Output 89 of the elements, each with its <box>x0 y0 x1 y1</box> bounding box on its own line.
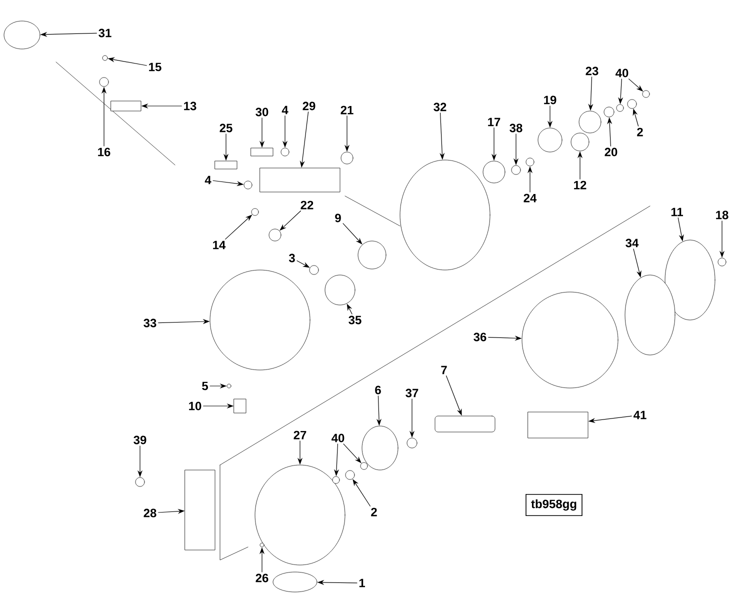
part-drawing <box>664 240 716 320</box>
callout-number: 22 <box>300 200 314 210</box>
part-drawing <box>280 148 290 156</box>
part-drawing <box>272 572 318 592</box>
callout-number: 12 <box>574 180 586 190</box>
callout-number: 24 <box>524 194 537 202</box>
callout-number: 20 <box>604 148 618 156</box>
callout-number: 28 <box>144 508 156 518</box>
callout-number: 37 <box>406 388 418 398</box>
callout-number: 19 <box>544 96 556 104</box>
part-drawing <box>234 398 246 414</box>
callout-number: 10 <box>189 402 202 410</box>
callout-number: 11 <box>671 208 684 216</box>
part-drawing <box>434 416 496 432</box>
callout-number: 40 <box>616 68 628 78</box>
part-drawing <box>528 412 588 438</box>
callout-number: 4 <box>204 176 212 184</box>
callout-number: 15 <box>149 62 162 72</box>
part-drawing <box>718 258 726 266</box>
callout-number: 7 <box>441 366 447 374</box>
part-drawing <box>4 20 40 50</box>
part-drawing <box>358 240 386 270</box>
callout-number: 13 <box>184 102 196 110</box>
callout-number: 34 <box>626 238 639 248</box>
callout-number: 25 <box>220 124 232 132</box>
callout-number: 14 <box>213 240 226 250</box>
part-drawing <box>616 104 624 112</box>
part-drawing <box>250 148 274 156</box>
callout-number: 31 <box>98 28 112 38</box>
part-drawing <box>244 180 252 190</box>
callout-number: 39 <box>134 436 146 444</box>
callout-number: 17 <box>488 118 500 126</box>
callout-number: 36 <box>474 332 486 342</box>
callout-number: 18 <box>716 210 728 220</box>
callout-number: 2 <box>371 508 377 516</box>
part-drawing <box>268 228 282 242</box>
part-drawing <box>226 384 232 388</box>
callout-number: 2 <box>637 128 643 136</box>
callout-number: 26 <box>256 574 268 582</box>
part-drawing <box>604 106 614 118</box>
part-drawing <box>522 292 618 388</box>
part-drawing <box>309 265 319 275</box>
part-drawing <box>526 158 534 166</box>
callout-number: 23 <box>586 66 598 76</box>
part-drawing <box>511 165 521 175</box>
callout-number: 29 <box>302 102 316 110</box>
part-drawing <box>254 464 346 566</box>
part-drawing <box>627 99 637 109</box>
callout-number: 3 <box>288 254 295 262</box>
part-drawing <box>251 208 259 216</box>
part-drawing <box>260 542 264 548</box>
callout-number: 5 <box>202 382 208 390</box>
part-drawing <box>406 438 418 448</box>
callout-number: 16 <box>98 148 110 156</box>
part-drawing <box>362 426 398 470</box>
figure-id-box: tb958gg <box>526 494 582 516</box>
callout-number: 21 <box>340 106 354 114</box>
part-drawing <box>642 90 650 98</box>
part-drawing <box>400 160 490 270</box>
callout-number: 30 <box>256 108 268 116</box>
callout-number: 27 <box>294 430 306 440</box>
callout-number: 33 <box>144 318 156 328</box>
part-drawing <box>260 168 340 192</box>
part-drawing <box>482 160 506 184</box>
part-drawing <box>110 100 142 112</box>
part-drawing <box>340 152 354 164</box>
callout-number: 40 <box>332 434 344 442</box>
part-drawing <box>210 270 310 370</box>
callout-number: 41 <box>634 410 646 420</box>
part-drawing <box>99 77 109 87</box>
callout-number: 35 <box>348 316 362 324</box>
part-drawing <box>332 476 340 484</box>
part-drawing <box>360 462 368 470</box>
callout-number: 6 <box>375 386 381 394</box>
callout-number: 9 <box>335 214 341 222</box>
part-drawing <box>345 470 355 480</box>
part-drawing <box>324 274 356 306</box>
part-drawing <box>102 55 108 61</box>
part-drawing <box>184 470 216 550</box>
part-drawing <box>135 477 145 487</box>
callout-number: 38 <box>510 124 522 132</box>
part-drawing <box>214 160 238 170</box>
part-drawing <box>578 110 602 134</box>
callout-number: 4 <box>282 106 288 114</box>
callout-number: 32 <box>434 102 446 112</box>
callout-number: 1 <box>359 578 365 588</box>
part-drawing <box>538 128 562 152</box>
part-drawing <box>624 274 676 356</box>
part-drawing <box>570 132 590 152</box>
